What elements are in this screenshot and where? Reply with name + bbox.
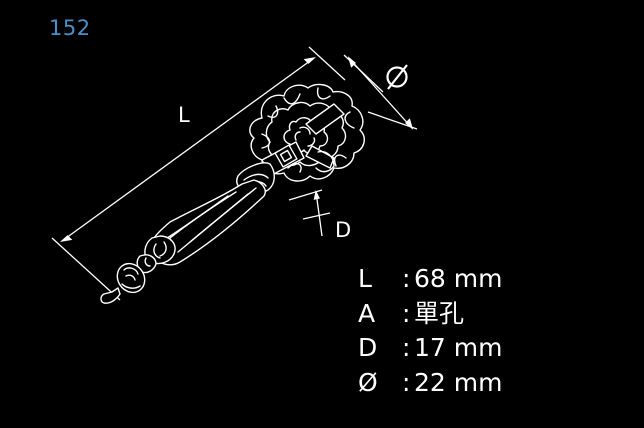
product-code: 152 <box>49 16 91 40</box>
spec-key: L <box>358 264 372 293</box>
spec-value-holes: 單孔 <box>414 298 465 328</box>
spec-value-depth: 17 mm <box>414 333 503 362</box>
depth-label: D <box>335 218 351 242</box>
ornate-drop-pull-handle-icon <box>100 83 365 304</box>
spec-list: L : 68 mm A : 單孔 D : 17 mm Ø : 22 mm <box>358 262 502 400</box>
spec-row-length: L : 68 mm <box>358 262 502 297</box>
spec-separator: : <box>402 298 411 328</box>
spec-key: Ø <box>358 367 378 397</box>
spec-row-depth: D : 17 mm <box>358 331 502 366</box>
length-dimension <box>51 46 346 301</box>
spec-key: D <box>358 333 378 362</box>
diameter-dimension <box>343 54 418 130</box>
spec-row-holes: A : 單孔 <box>358 297 502 332</box>
spec-separator: : <box>402 264 411 293</box>
spec-row-diameter: Ø : 22 mm <box>358 366 502 401</box>
depth-dimension <box>288 189 331 237</box>
spec-value-length: 68 mm <box>414 264 503 293</box>
spec-separator: : <box>402 333 411 362</box>
spec-separator: : <box>402 367 411 397</box>
spec-key: A <box>358 298 376 328</box>
diameter-icon <box>386 64 408 90</box>
spec-value-diameter: 22 mm <box>414 367 503 397</box>
length-label: L <box>178 103 190 127</box>
